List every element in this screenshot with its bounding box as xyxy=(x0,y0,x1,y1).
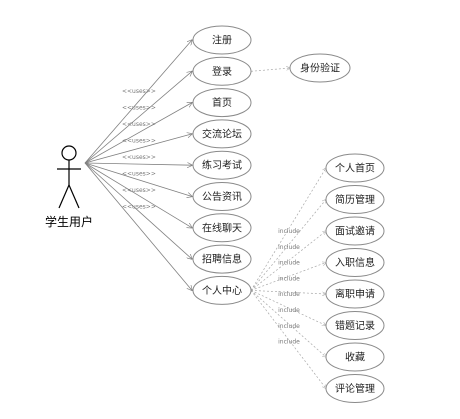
personal-center-ellipse xyxy=(192,275,252,305)
use-case-wrong-question-record: 错题记录 xyxy=(325,311,385,340)
uses-label: <<uses>> xyxy=(122,171,156,178)
announcements-label: 公告资讯 xyxy=(202,190,242,203)
interview-invitation-label: 面试邀请 xyxy=(335,225,375,238)
identity-verification-ellipse xyxy=(289,53,351,83)
personal-homepage-label: 个人首页 xyxy=(335,162,375,175)
include-label: include xyxy=(278,228,300,235)
include-label: include xyxy=(278,307,300,314)
uses-label: <<uses>> xyxy=(122,121,156,128)
use-case-resignation-application: 离职申请 xyxy=(325,279,385,309)
include-label: include xyxy=(278,291,300,298)
assoc-line-practice-exam xyxy=(84,163,192,165)
include-line-wrong-question-record xyxy=(250,290,326,325)
onboarding-info-label: 入职信息 xyxy=(335,256,375,269)
use-case-interview-invitation: 面试邀请 xyxy=(325,216,385,246)
favorites-label: 收藏 xyxy=(345,351,365,364)
connector-labels: <<uses>> <<uses>> <<uses>> <<uses>> <<uses>>… xyxy=(122,88,300,346)
resume-management-ellipse xyxy=(325,185,385,214)
announcements-ellipse xyxy=(192,182,252,211)
login-verification-line xyxy=(250,68,290,72)
use-case-practice-exam: 练习考试 xyxy=(192,150,252,180)
use-case-resume-management: 简历管理 xyxy=(325,185,385,214)
include-label: include xyxy=(278,260,300,267)
personal-center-label: 个人中心 xyxy=(202,284,242,297)
assoc-line-job-postings xyxy=(84,162,192,259)
resignation-application-label: 离职申请 xyxy=(335,288,375,301)
student-user-actor: 学生用户 xyxy=(45,145,93,229)
job-postings-ellipse xyxy=(192,244,252,274)
login-label: 登录 xyxy=(212,65,232,78)
identity-verification-label: 身份验证 xyxy=(300,62,340,75)
use-case-identity-verification: 身份验证 xyxy=(289,53,351,83)
include-line-comment-management xyxy=(250,290,326,388)
uses-label: <<uses>> xyxy=(122,154,156,161)
assoc-line-personal-center xyxy=(84,162,192,290)
include-label: include xyxy=(278,275,300,282)
use-case-register: 注册 xyxy=(192,25,252,55)
assoc-line-home xyxy=(84,103,192,164)
assoc-line-register xyxy=(84,40,192,164)
forum-ellipse xyxy=(192,119,252,149)
use-case-forum: 交流论坛 xyxy=(192,119,252,149)
assoc-line-online-chat xyxy=(84,162,192,228)
favorites-ellipse xyxy=(325,342,385,372)
personal-homepage-ellipse xyxy=(325,153,385,183)
use-case-online-chat: 在线聊天 xyxy=(192,213,252,243)
interview-invitation-ellipse xyxy=(325,216,385,246)
uses-label: <<uses>> xyxy=(122,204,156,211)
uses-label: <<uses>> xyxy=(122,187,156,194)
practice-exam-label: 练习考试 xyxy=(202,159,242,172)
online-chat-ellipse xyxy=(192,213,252,243)
wrong-question-record-ellipse xyxy=(325,311,385,340)
use-case-personal-center: 个人中心 xyxy=(192,275,252,305)
use-case-announcements: 公告资讯 xyxy=(192,182,252,211)
uses-label: <<uses>> xyxy=(122,88,156,95)
job-postings-label: 招聘信息 xyxy=(202,253,242,266)
actor-left-leg xyxy=(58,184,70,209)
include-line-favorites xyxy=(250,290,326,357)
comment-management-ellipse xyxy=(325,374,385,403)
forum-label: 交流论坛 xyxy=(202,127,242,140)
comment-management-label: 评论管理 xyxy=(335,382,375,395)
onboarding-info-ellipse xyxy=(325,248,385,277)
login-ellipse xyxy=(192,56,252,86)
use-case-home: 首页 xyxy=(192,88,252,118)
actor-label: 学生用户 xyxy=(45,214,93,229)
uses-label: <<uses>> xyxy=(122,105,156,112)
use-case-login: 登录 xyxy=(192,56,252,86)
include-label: include xyxy=(278,323,300,330)
home-label: 首页 xyxy=(212,96,232,109)
use-case-onboarding-info: 入职信息 xyxy=(325,248,385,277)
uses-label: <<uses>> xyxy=(122,138,156,145)
actor-head-icon xyxy=(61,145,77,161)
practice-exam-ellipse xyxy=(192,150,252,180)
use-case-personal-homepage: 个人首页 xyxy=(325,153,385,183)
resignation-application-ellipse xyxy=(325,279,385,309)
assoc-line-announcements xyxy=(84,162,192,197)
online-chat-label: 在线聊天 xyxy=(202,221,242,234)
register-label: 注册 xyxy=(212,34,232,47)
use-case-comment-management: 评论管理 xyxy=(325,374,385,403)
include-line-onboarding-info xyxy=(250,263,326,291)
home-ellipse xyxy=(192,88,252,118)
use-case-job-postings: 招聘信息 xyxy=(192,244,252,274)
include-line-resignation-application xyxy=(250,290,326,294)
use-case-favorites: 收藏 xyxy=(325,342,385,372)
wrong-question-record-label: 错题记录 xyxy=(335,319,375,332)
connector-lines xyxy=(84,40,326,389)
register-ellipse xyxy=(192,25,252,55)
include-label: include xyxy=(278,339,300,346)
include-label: include xyxy=(278,244,300,251)
actor-right-leg xyxy=(68,184,80,209)
resume-management-label: 简历管理 xyxy=(335,193,375,206)
assoc-line-login xyxy=(84,71,192,164)
assoc-line-forum xyxy=(84,134,192,164)
